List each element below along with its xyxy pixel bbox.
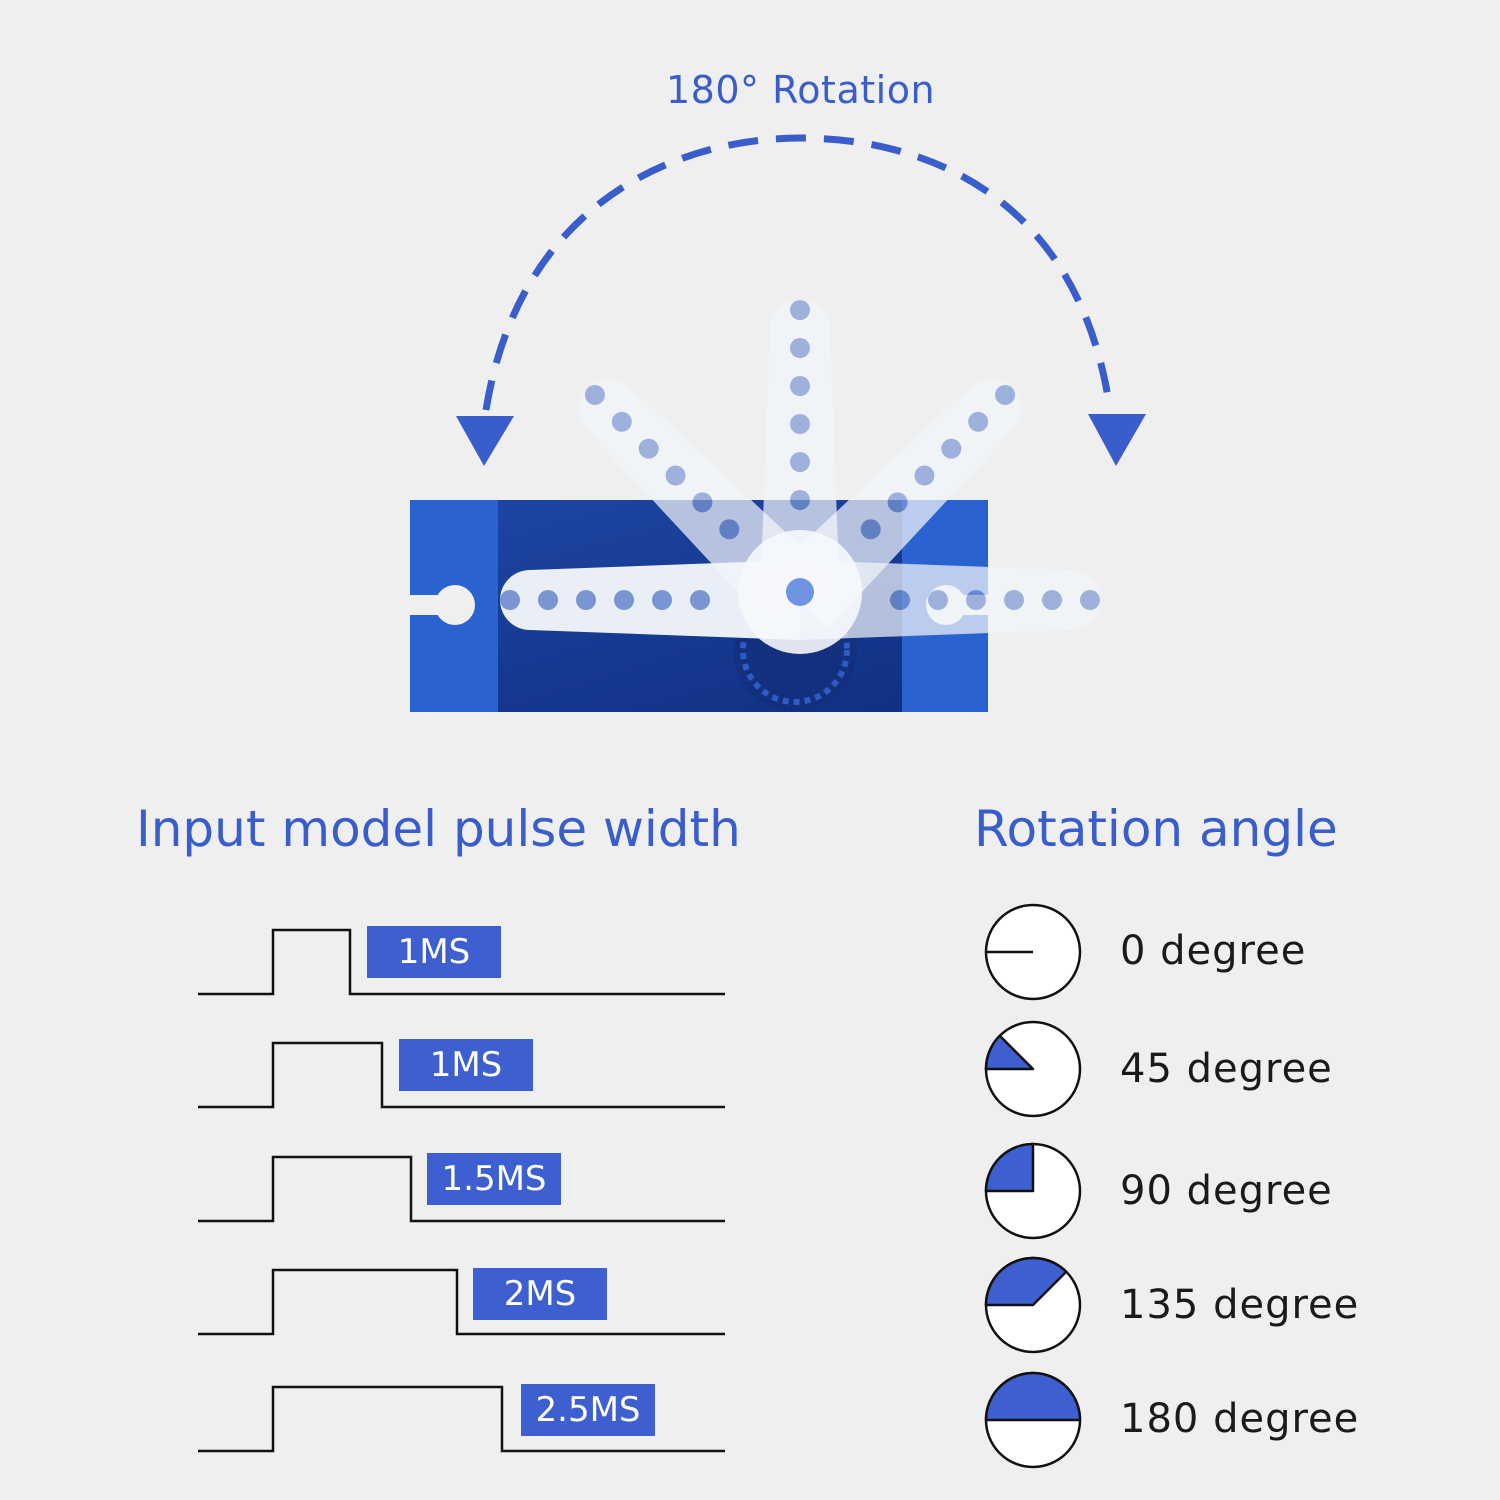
servo-horn [500, 560, 800, 640]
angle-label-0: 0 degree [1120, 928, 1307, 974]
pulse-label-2ms: 2MS [473, 1268, 607, 1320]
arrow-left-icon [456, 416, 514, 466]
angle-label-45: 45 degree [1120, 1046, 1333, 1092]
angle-label-180: 180 degree [1120, 1396, 1360, 1442]
servo-horn [760, 300, 840, 600]
servo-horn [800, 560, 1100, 640]
angle-indicator [984, 1020, 1082, 1118]
rotation-arc [482, 134, 1114, 411]
angle-label-135: 135 degree [1120, 1282, 1360, 1328]
servo-illustration [410, 134, 1146, 712]
angle-indicator [984, 1371, 1082, 1469]
pulse-waveform [198, 1268, 725, 1336]
angle-label-90: 90 degree [1120, 1168, 1333, 1214]
angle-indicator [984, 903, 1082, 1001]
pulse-waveform [198, 1385, 725, 1453]
angle-indicator [984, 1256, 1082, 1354]
rotation-angle-title: Rotation angle [974, 800, 1338, 858]
pulse-width-title: Input model pulse width [136, 800, 741, 858]
angle-indicator [984, 1142, 1082, 1240]
pulse-label-1ms: 1MS [367, 926, 501, 978]
rotation-title: 180° Rotation [666, 68, 936, 112]
pulse-waveform [198, 1155, 725, 1223]
pulse-waveform [198, 1041, 725, 1109]
arrow-right-icon [1088, 414, 1146, 466]
pulse-label-1-5ms: 1.5MS [427, 1153, 561, 1205]
pulse-waveform [198, 928, 725, 996]
pulse-label-1ms-b: 1MS [399, 1039, 533, 1091]
servo-hub-center [786, 578, 814, 606]
pulse-label-2-5ms: 2.5MS [521, 1384, 655, 1436]
